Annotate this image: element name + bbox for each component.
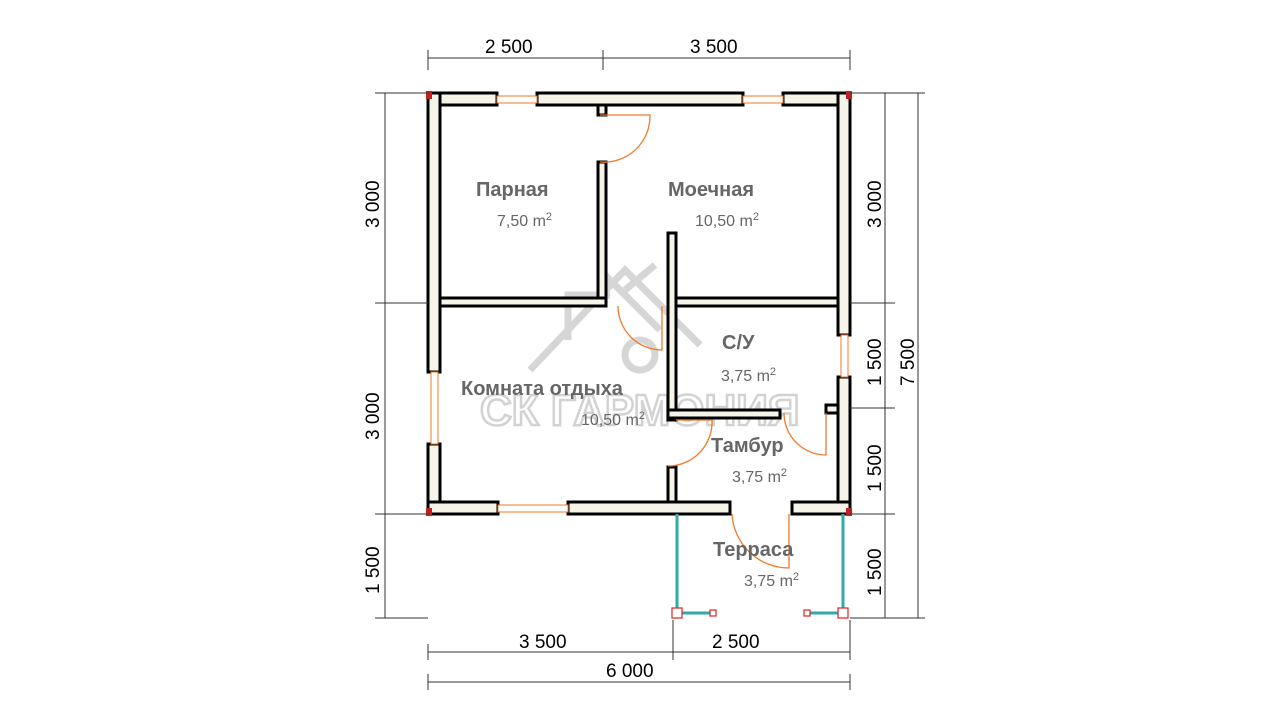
dim-left-1: 3 000 bbox=[363, 180, 384, 228]
room-name-parnaya: Парная bbox=[476, 179, 549, 201]
room-name-terrasa: Терраса bbox=[713, 539, 794, 561]
dim-right-1: 3 000 bbox=[865, 180, 886, 228]
dim-bottom-2: 2 500 bbox=[712, 632, 760, 653]
dim-right-4: 1 500 bbox=[865, 548, 886, 596]
dimension-labels: 2 500 3 500 3 000 3 000 1 500 3 000 1 50… bbox=[363, 37, 919, 682]
room-labels: Парная 7,50 m2 Моечная 10,50 m2 Комната … bbox=[461, 179, 799, 590]
dim-right-total: 7 500 bbox=[898, 338, 919, 386]
room-area-terrasa: 3,75 m2 bbox=[744, 571, 799, 590]
room-area-komnata: 10,50 m2 bbox=[581, 410, 645, 429]
dimension-lines bbox=[375, 50, 925, 690]
walls bbox=[426, 91, 852, 516]
room-area-parnaya: 7,50 m2 bbox=[497, 211, 552, 230]
dim-left-3: 1 500 bbox=[363, 546, 384, 594]
room-name-su: С/У bbox=[722, 332, 755, 354]
room-name-komnata: Комната отдыха bbox=[461, 378, 624, 400]
doors bbox=[599, 114, 827, 569]
dim-right-3: 1 500 bbox=[865, 444, 886, 492]
room-name-tambur: Тамбур bbox=[711, 435, 784, 457]
dim-left-2: 3 000 bbox=[363, 392, 384, 440]
dim-bottom-1: 3 500 bbox=[519, 632, 567, 653]
room-area-moechnaya: 10,50 m2 bbox=[695, 211, 759, 230]
dim-bottom-total: 6 000 bbox=[606, 661, 654, 682]
room-area-su: 3,75 m2 bbox=[721, 366, 776, 385]
dim-top-2: 3 500 bbox=[690, 37, 738, 58]
room-name-moechnaya: Моечная bbox=[668, 179, 754, 201]
dim-right-2: 1 500 bbox=[865, 338, 886, 386]
terrace-railing bbox=[671, 514, 849, 619]
windows bbox=[430, 95, 849, 513]
room-area-tambur: 3,75 m2 bbox=[732, 467, 787, 486]
dim-top-1: 2 500 bbox=[485, 37, 533, 58]
